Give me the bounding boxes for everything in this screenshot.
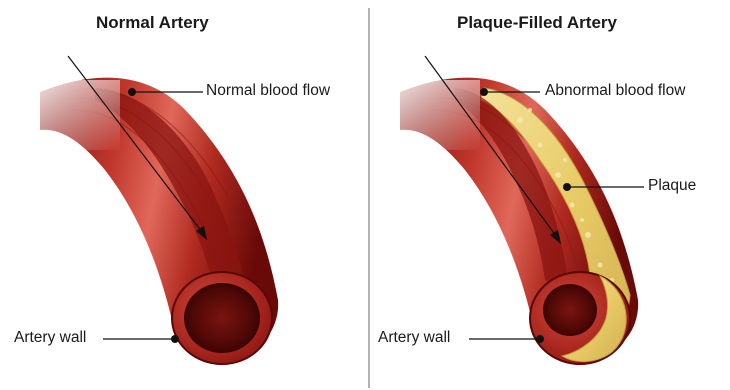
- normal-blood-flow-label: Normal blood flow: [206, 82, 330, 100]
- left-panel-title: Normal Artery: [96, 13, 209, 33]
- artery-lumen: [184, 283, 260, 353]
- left-artery-wall-label: Artery wall: [14, 329, 86, 347]
- flow-marker-dot: [480, 88, 488, 96]
- right-panel-title: Plaque-Filled Artery: [457, 13, 617, 33]
- normal-artery-illustration: [30, 56, 278, 364]
- flow-marker-dot: [128, 88, 136, 96]
- plaque-label: Plaque: [648, 177, 696, 195]
- plaque-marker-dot: [563, 183, 571, 191]
- plaque-artery-illustration: [390, 56, 638, 364]
- artery-lumen: [543, 284, 597, 336]
- wall-marker-dot: [171, 335, 179, 343]
- right-artery-wall-label: Artery wall: [378, 329, 450, 347]
- abnormal-blood-flow-label: Abnormal blood flow: [545, 82, 685, 100]
- wall-marker-dot: [536, 335, 544, 343]
